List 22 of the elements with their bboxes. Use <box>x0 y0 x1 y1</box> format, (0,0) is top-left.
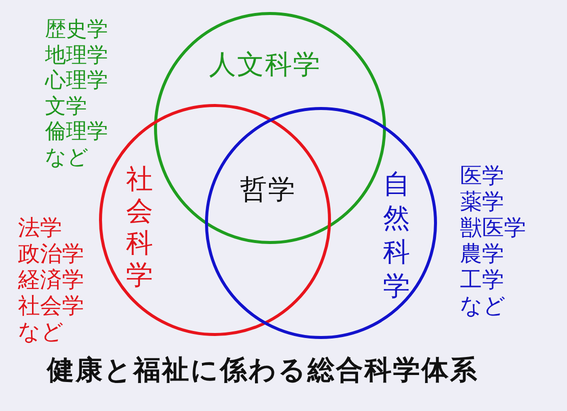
discipline-name: 政治学 <box>18 242 84 268</box>
discipline-name: 医学 <box>460 164 505 190</box>
discipline-name: 文学 <box>45 94 88 119</box>
discipline-name: 薬学 <box>460 190 505 216</box>
circle-label: 社会科学 <box>125 164 154 292</box>
discipline-name: 獣医学 <box>460 216 526 242</box>
discipline-name: 工学 <box>460 268 505 294</box>
caption: 健康と福祉に係わる総合科学体系 <box>47 357 478 384</box>
circle-label: 人文科学 <box>209 52 321 78</box>
discipline-name: 地理学 <box>45 42 108 68</box>
discipline-name: 倫理学 <box>45 119 108 144</box>
discipline-name: 社会学 <box>18 294 84 320</box>
discipline-name: など <box>18 320 65 346</box>
overlap-label: 哲学 <box>240 176 296 204</box>
discipline-name: 心理学 <box>45 68 108 94</box>
discipline-name: など <box>45 144 90 170</box>
discipline-name: 歴史学 <box>45 17 108 42</box>
circle-label: 自然科学 <box>382 168 411 304</box>
discipline-name: 法学 <box>18 216 63 242</box>
discipline-name: 農学 <box>460 242 505 268</box>
discipline-name: 経済学 <box>18 268 84 294</box>
discipline-name: など <box>460 294 507 320</box>
